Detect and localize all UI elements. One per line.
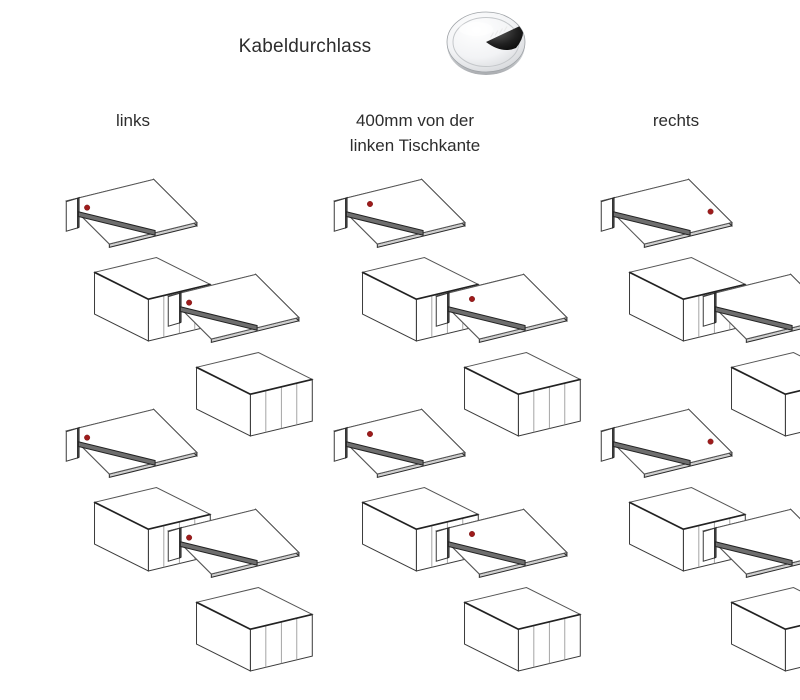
cable-grommet-marker [367, 201, 373, 207]
desk-leg-panel [703, 293, 716, 327]
desk-variant-grid [0, 160, 800, 700]
cable-grommet-marker [186, 299, 193, 306]
desk-top [334, 409, 465, 477]
desk-top [601, 409, 732, 477]
desk-rear-beam [180, 307, 257, 331]
desk-rear-beam [715, 542, 792, 566]
desk-top [334, 179, 465, 247]
cable-grommet-marker [367, 431, 373, 437]
sideboard [465, 588, 581, 671]
desk-top [168, 274, 299, 342]
desk-rear-beam [78, 212, 155, 236]
desk-diagram-r4c1 [112, 500, 382, 675]
sideboard [732, 588, 800, 671]
cable-grommet-marker [707, 438, 714, 445]
cable-grommet-marker [186, 534, 193, 541]
cable-grommet-marker [469, 296, 475, 302]
column-header-mitte-line2: linken Tischkante [349, 136, 481, 155]
desk-diagram-r2c2 [380, 265, 650, 440]
desk-top [436, 274, 567, 342]
desk-rear-beam [180, 542, 257, 566]
desk-diagram-r1c1 [10, 170, 280, 345]
cable-grommet-marker [84, 434, 91, 441]
cable-grommet-marker [707, 208, 714, 215]
desk-rear-beam [613, 442, 690, 466]
desk-leg-panel [703, 528, 716, 562]
cable-grommet-marker [469, 531, 475, 537]
desk-rear-beam [448, 307, 525, 331]
desk-leg-panel [334, 428, 347, 462]
sideboard [732, 353, 800, 436]
sideboard [197, 353, 313, 436]
sideboard [197, 588, 313, 671]
desk-rear-beam [346, 442, 423, 466]
column-header-rechts-line1: rechts [652, 111, 700, 130]
desk-diagram-r4c2 [380, 500, 650, 675]
sideboard [465, 353, 581, 436]
desk-diagram-r4c3 [647, 500, 800, 675]
desk-diagram-r3c3 [545, 400, 800, 575]
desk-diagram-r2c3 [647, 265, 800, 440]
desk-top [601, 179, 732, 247]
column-header-rechts: rechts [606, 108, 746, 133]
desk-leg-panel [168, 528, 181, 562]
cable-grommet-marker [84, 204, 91, 211]
desk-diagram-r1c3 [545, 170, 800, 345]
column-header-mitte-line1: 400mm von der [355, 111, 475, 130]
desk-leg-panel [66, 198, 79, 232]
column-header-links-line1: links [115, 111, 150, 130]
desk-leg-panel [334, 198, 347, 232]
desk-leg-panel [66, 428, 79, 462]
desk-diagram-r2c1 [112, 265, 382, 440]
desk-rear-beam [448, 542, 525, 566]
desk-leg-panel [601, 198, 614, 232]
desk-top [66, 409, 197, 477]
page-header: Kabeldurchlass [0, 0, 800, 95]
desk-rear-beam [715, 307, 792, 331]
page-title: Kabeldurchlass [238, 36, 372, 57]
cable-grommet-photo [430, 2, 540, 80]
desk-leg-panel [436, 528, 449, 562]
desk-rear-beam [346, 212, 423, 236]
desk-rear-beam [613, 212, 690, 236]
column-header-links: links [63, 108, 203, 133]
desk-top [168, 509, 299, 577]
desk-leg-panel [601, 428, 614, 462]
desk-top [66, 179, 197, 247]
desk-leg-panel [436, 293, 449, 327]
column-header-mitte: 400mm von der linken Tischkante [330, 108, 500, 158]
desk-rear-beam [78, 442, 155, 466]
desk-leg-panel [168, 293, 181, 327]
